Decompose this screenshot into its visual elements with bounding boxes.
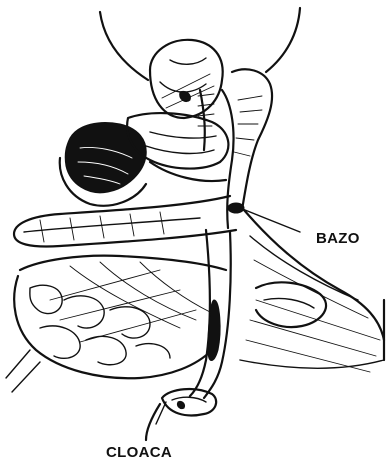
spleen-label: BAZO (316, 230, 360, 247)
spleen-leader-line (240, 208, 300, 232)
cloaca-label: CLOACA (106, 444, 172, 461)
intestine-loop-upper (14, 196, 236, 247)
body-wall (240, 210, 384, 372)
thigh (256, 282, 326, 327)
cloaca-leader-line (156, 402, 166, 424)
gizzard (60, 123, 147, 206)
neck-outline (100, 8, 300, 80)
heart-and-crop (150, 40, 223, 118)
intestines-lower (6, 256, 226, 392)
rectum (190, 230, 231, 398)
